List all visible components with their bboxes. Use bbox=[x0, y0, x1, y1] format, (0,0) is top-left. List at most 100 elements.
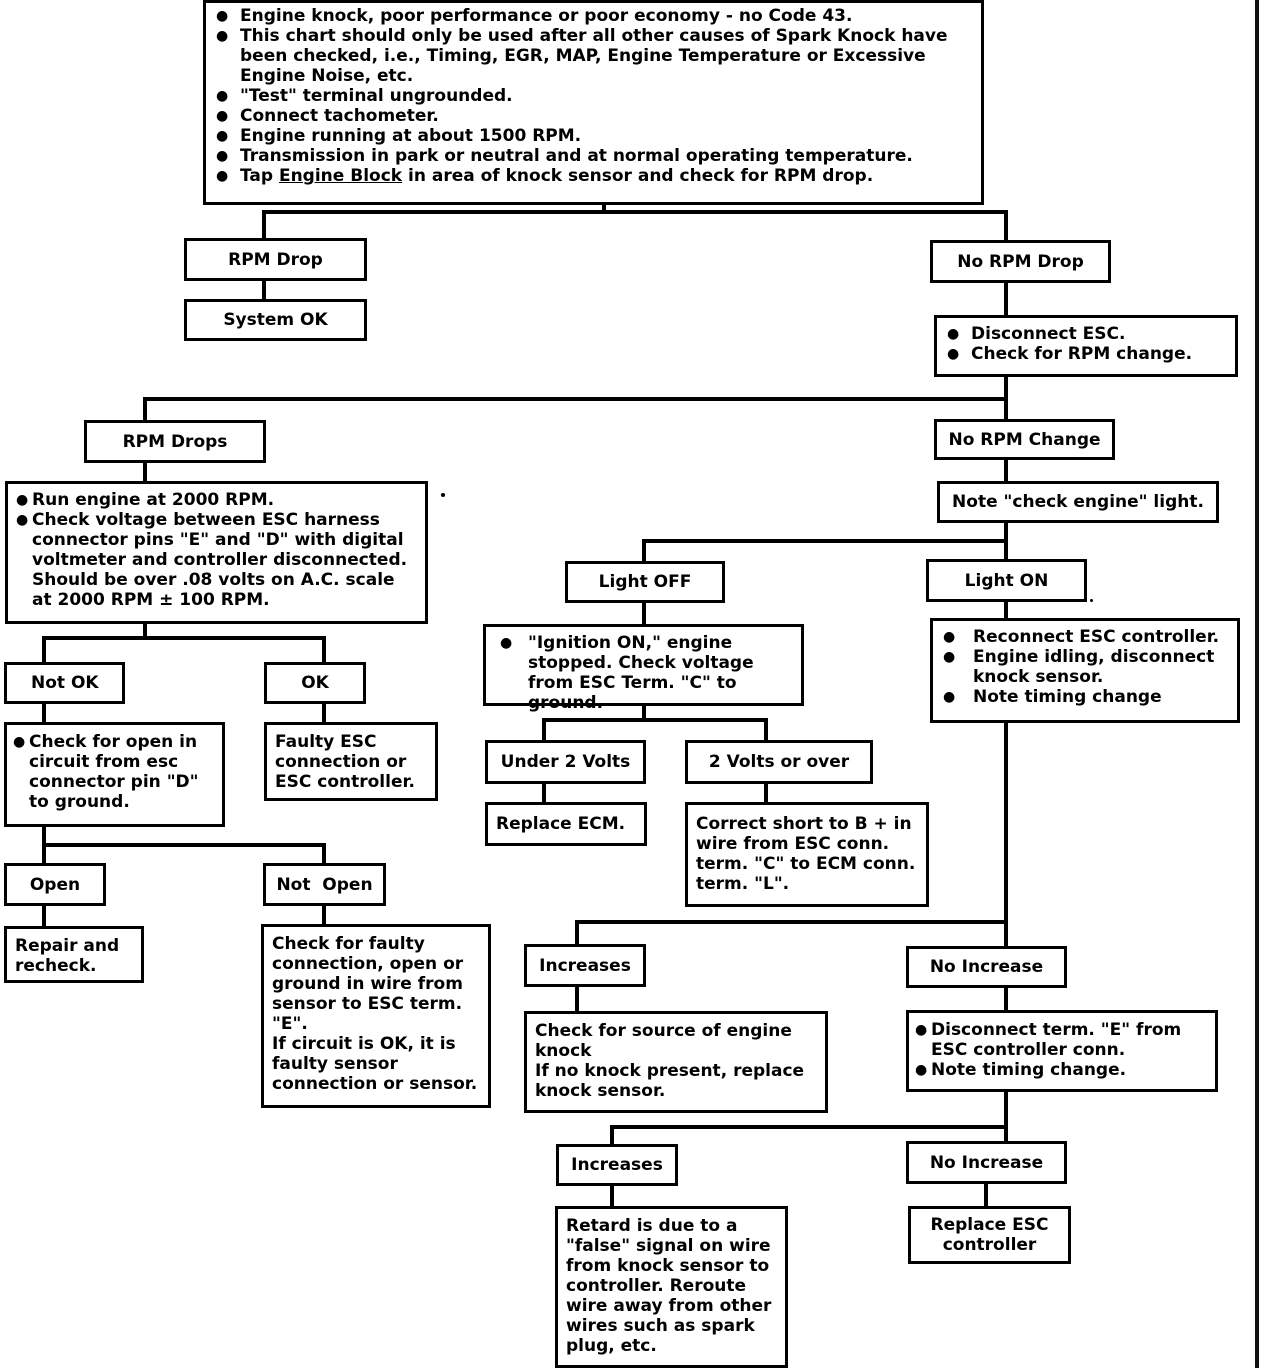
connector bbox=[1004, 721, 1008, 948]
disconnect-knock-sensor-step: Engine idling, disconnect knock sensor. bbox=[941, 647, 1229, 687]
note-timing-change-step: Note timing change. bbox=[915, 1060, 1209, 1080]
connector bbox=[1004, 458, 1008, 482]
start-condition-tap: Tap Engine Block in area of knock sensor… bbox=[214, 166, 973, 186]
connector bbox=[542, 782, 546, 804]
connector bbox=[1004, 986, 1008, 1012]
ignition-on-box: "Ignition ON," engine stopped. Check vol… bbox=[483, 624, 804, 713]
replace-esc-box: Replace ESC controller bbox=[908, 1206, 1071, 1264]
under-2-volts-box: Under 2 Volts bbox=[485, 740, 646, 784]
disconnect-term-step: Disconnect term. "E" from ESC controller… bbox=[915, 1020, 1209, 1060]
disconnect-esc-box: Disconnect ESC. Check for RPM change. bbox=[934, 315, 1238, 377]
open-box: Open bbox=[4, 863, 106, 906]
connector bbox=[984, 1182, 988, 1208]
connector bbox=[575, 920, 579, 946]
start-condition: Engine running at about 1500 RPM. bbox=[214, 126, 973, 146]
repair-recheck-box: Repair and recheck. bbox=[4, 926, 144, 983]
ignition-on-step: "Ignition ON," engine stopped. Check vol… bbox=[498, 633, 793, 713]
connector bbox=[322, 843, 326, 865]
connector bbox=[143, 397, 1008, 401]
note-check-engine-box: Note "check engine" light. bbox=[937, 481, 1219, 523]
engine-block-text: Engine Block bbox=[278, 166, 403, 186]
start-condition: Connect tachometer. bbox=[214, 106, 973, 126]
page-edge-mark bbox=[1255, 0, 1259, 1368]
no-increase-box-1: No Increase bbox=[906, 946, 1067, 988]
faulty-esc-box: Faulty ESC connection or ESC controller. bbox=[264, 722, 438, 801]
rpm-drops-box: RPM Drops bbox=[84, 420, 266, 463]
note-timing-step: Note timing change bbox=[941, 687, 1229, 707]
check-source-text-2: If no knock present, replace knock senso… bbox=[535, 1061, 805, 1101]
connector bbox=[602, 203, 606, 213]
connector bbox=[642, 601, 646, 626]
connector bbox=[42, 636, 326, 640]
rpm-drop-box: RPM Drop bbox=[184, 238, 367, 281]
check-voltage-step: Check voltage between ESC harness connec… bbox=[16, 510, 417, 610]
reconnect-box: Reconnect ESC controller. Engine idling,… bbox=[930, 618, 1240, 723]
disconnect-term-box: Disconnect term. "E" from ESC controller… bbox=[906, 1010, 1218, 1092]
light-on-box: Light ON bbox=[926, 559, 1087, 602]
check-source-box: Check for source of engine knock If no k… bbox=[524, 1011, 828, 1113]
system-ok-box: System OK bbox=[184, 299, 367, 341]
connector bbox=[322, 904, 326, 926]
increases-box-1: Increases bbox=[524, 944, 646, 987]
connector bbox=[642, 539, 646, 563]
light-off-box: Light OFF bbox=[565, 561, 725, 603]
retard-box: Retard is due to a "false" signal on wir… bbox=[555, 1206, 788, 1368]
increases-box-2: Increases bbox=[556, 1144, 678, 1186]
run-engine-step: Run engine at 2000 RPM. bbox=[16, 490, 417, 510]
reconnect-list: Reconnect ESC controller. Engine idling,… bbox=[941, 627, 1229, 707]
connector bbox=[42, 702, 46, 724]
disconnect-esc-list: Disconnect ESC. Check for RPM change. bbox=[945, 324, 1227, 364]
connector bbox=[1004, 1090, 1008, 1142]
connector bbox=[42, 636, 46, 664]
connector bbox=[764, 718, 768, 742]
check-open-list: Check for open in circuit from esc conne… bbox=[13, 732, 216, 812]
start-conditions-list: Engine knock, poor performance or poor e… bbox=[214, 6, 973, 186]
no-rpm-change-box: No RPM Change bbox=[934, 419, 1115, 460]
ok-box: OK bbox=[264, 662, 366, 704]
run-engine-list: Run engine at 2000 RPM. Check voltage be… bbox=[16, 490, 417, 610]
connector bbox=[262, 279, 266, 299]
connector bbox=[143, 461, 147, 483]
check-open-step: Check for open in circuit from esc conne… bbox=[13, 732, 216, 812]
check-open-box: Check for open in circuit from esc conne… bbox=[4, 722, 225, 827]
not-ok-box: Not OK bbox=[4, 662, 125, 704]
stray-mark bbox=[1090, 599, 1093, 602]
connector bbox=[1004, 600, 1008, 620]
check-source-text: Check for source of engine knock bbox=[535, 1021, 792, 1061]
connector bbox=[575, 920, 1008, 924]
connector bbox=[143, 397, 147, 422]
connector bbox=[610, 1125, 614, 1146]
run-engine-box: Run engine at 2000 RPM. Check voltage be… bbox=[5, 481, 428, 624]
connector bbox=[42, 843, 326, 847]
reconnect-step: Reconnect ESC controller. bbox=[941, 627, 1229, 647]
connector bbox=[1004, 210, 1008, 240]
start-condition: This chart should only be used after all… bbox=[214, 26, 973, 86]
disconnect-esc-step: Disconnect ESC. bbox=[945, 324, 1227, 344]
connector bbox=[262, 210, 266, 238]
start-condition: "Test" terminal ungrounded. bbox=[214, 86, 973, 106]
stray-mark bbox=[441, 493, 445, 497]
check-faulty-text: Check for faulty connection, open or gro… bbox=[272, 934, 464, 1034]
check-rpm-change-step: Check for RPM change. bbox=[945, 344, 1227, 364]
connector bbox=[764, 782, 768, 804]
connector bbox=[575, 985, 579, 1013]
connector bbox=[262, 210, 1008, 214]
not-open-box: Not Open bbox=[263, 863, 386, 906]
connector bbox=[322, 636, 326, 664]
check-faulty-text-2: If circuit is OK, it is faulty sensor co… bbox=[272, 1034, 478, 1094]
start-conditions-box: Engine knock, poor performance or poor e… bbox=[203, 0, 984, 205]
connector bbox=[42, 904, 46, 928]
connector bbox=[143, 622, 147, 638]
connector bbox=[642, 539, 1008, 543]
connector bbox=[610, 1125, 1008, 1129]
replace-ecm-box: Replace ECM. bbox=[485, 802, 647, 846]
check-faulty-box: Check for faulty connection, open or gro… bbox=[261, 924, 491, 1108]
start-condition: Engine knock, poor performance or poor e… bbox=[214, 6, 973, 26]
start-tap-prefix: Tap bbox=[240, 166, 279, 186]
2-volts-or-over-box: 2 Volts or over bbox=[685, 740, 873, 784]
connector bbox=[1004, 281, 1008, 317]
start-tap-suffix: in area of knock sensor and check for RP… bbox=[402, 166, 874, 186]
correct-short-box: Correct short to B + in wire from ESC co… bbox=[685, 802, 929, 907]
no-rpm-drop-box: No RPM Drop bbox=[930, 240, 1111, 283]
